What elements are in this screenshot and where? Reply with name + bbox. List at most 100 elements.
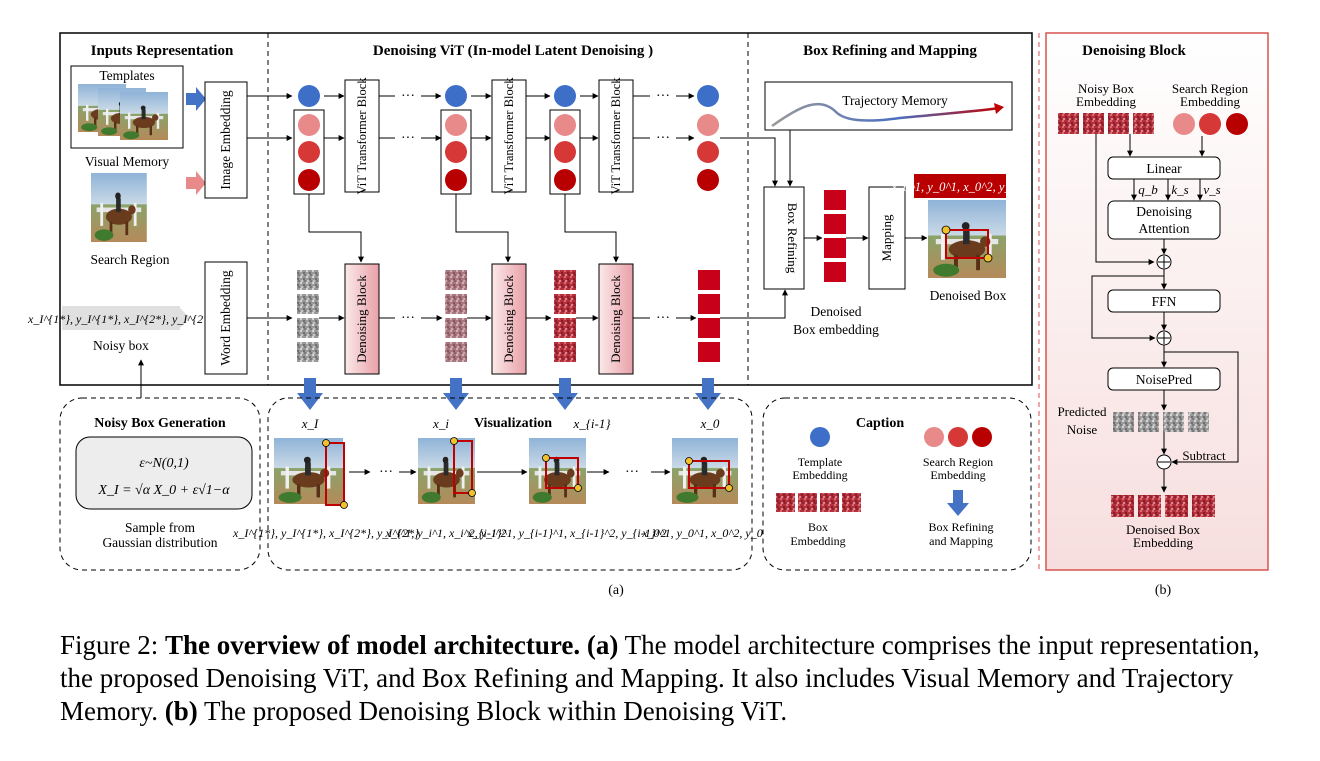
search-token — [554, 141, 576, 163]
template-image-3 — [120, 92, 168, 140]
corner-handle — [322, 439, 330, 447]
ellipsis: ··· — [401, 131, 415, 146]
architecture-figure: Inputs Representation Denoising ViT (In-… — [27, 32, 1269, 598]
box-token-stack — [554, 270, 576, 362]
legend-box-label: Box — [808, 520, 828, 534]
word-embedding-box — [204, 261, 248, 375]
denoising-attention-label: Denoising — [1136, 204, 1192, 219]
ellipsis: ··· — [656, 311, 670, 326]
vit-block-label: ViT Transformer Block — [355, 77, 369, 195]
ellipsis: ··· — [656, 131, 670, 146]
search-arrow-icon — [186, 171, 206, 195]
corner-handle — [685, 457, 693, 465]
denoised-box-embedding-stack — [824, 190, 846, 282]
vis-step-head: x_i — [432, 416, 449, 431]
sample-label: Sample from — [125, 520, 196, 535]
noisepred-label: NoisePred — [1136, 372, 1192, 387]
caption-title: The overview of model architecture. — [165, 630, 581, 660]
denoising-vit-title: Denoising ViT (In-model Latent Denoising… — [373, 43, 653, 59]
visualization-title: Visualization — [474, 416, 552, 431]
legend-search-icon — [924, 427, 944, 447]
box-refining-label: Box Refining — [785, 203, 800, 274]
visual-memory-label: Visual Memory — [85, 154, 170, 169]
legend-box-label: Embedding — [790, 534, 845, 548]
caption-a-label: (a) — [586, 630, 619, 660]
predicted-box — [945, 229, 989, 259]
ks-label: k_s — [1171, 182, 1188, 197]
vit-block-3 — [598, 79, 634, 193]
formula-noise: ε~N(0,1) — [139, 456, 189, 471]
denoising-attention-label: Attention — [1139, 221, 1190, 236]
denoising-block-3 — [598, 263, 634, 375]
ellipsis: ··· — [401, 311, 415, 326]
legend-template-label: Template — [798, 455, 842, 469]
linear-block — [1107, 156, 1221, 180]
predicted-noise-icon — [1113, 412, 1209, 432]
legend-search-label: Embedding — [930, 468, 985, 482]
corner-handle — [468, 489, 476, 497]
ellipsis: ··· — [401, 89, 415, 104]
template-arrow-icon — [186, 87, 206, 111]
search-token — [445, 141, 467, 163]
refine-map-arrow-icon — [443, 378, 469, 410]
box-token-stack — [445, 270, 467, 362]
noisy-box-embedding-label: Embedding — [1076, 94, 1136, 109]
output-coords-badge — [914, 174, 1006, 198]
box-token-stack — [297, 270, 319, 362]
predicted-noise-label: Predicted — [1057, 404, 1107, 419]
vis-step-box — [325, 442, 345, 506]
search-token — [445, 169, 467, 191]
noisy-box-coords: x_I^{1*}, y_I^{1*}, x_I^{2*}, y_I^{2*} — [27, 312, 214, 326]
search-token — [298, 169, 320, 191]
refine-map-arrow-icon — [552, 378, 578, 410]
vis-step-coords: x_i^1, y_i^1, x_i^2, y_i^2 — [385, 526, 507, 540]
box-refining-block — [763, 186, 805, 290]
ellipsis: ··· — [625, 465, 639, 480]
search-token — [697, 114, 719, 136]
ffn-label: FFN — [1152, 294, 1177, 309]
image-embedding-label: Image Embedding — [218, 90, 233, 190]
search-region-embedding-icon — [1199, 113, 1221, 135]
corner-handle — [574, 484, 582, 492]
legend-search-icon — [972, 427, 992, 447]
vit-block-2 — [491, 79, 527, 193]
caption-b-label: (b) — [164, 696, 198, 726]
trajectory-curve-icon — [771, 102, 1001, 128]
corner-handle — [450, 437, 458, 445]
legend-search-icon — [948, 427, 968, 447]
legend-refine-arrow-icon — [947, 490, 969, 516]
corner-handle — [941, 225, 951, 235]
vis-step-coords: x_0^1, y_0^1, x_0^2, y_0^2 — [641, 526, 774, 540]
denoised-box-embedding-label: Denoised — [811, 304, 862, 319]
legend-refine-label: Box Refining — [929, 520, 994, 534]
panel-b-sublabel: (b) — [1155, 583, 1172, 598]
template-token — [697, 85, 719, 107]
figure-label: Figure 2: — [60, 630, 159, 660]
template-token — [298, 85, 320, 107]
vis-step-box — [545, 457, 579, 489]
denoising-block-1 — [344, 263, 380, 375]
noisy-box-embedding-label: Noisy Box — [1078, 81, 1134, 96]
vis-step-image — [418, 438, 475, 504]
search-token — [298, 114, 320, 136]
vis-step-image — [274, 438, 343, 504]
search-token — [554, 169, 576, 191]
word-embedding-label: Word Embedding — [218, 270, 233, 366]
denoising-block-label: Denoising Block — [501, 275, 516, 363]
mapping-label: Mapping — [879, 214, 894, 261]
noisy-box-input — [62, 306, 180, 330]
denoised-box-embedding-icon — [1111, 495, 1215, 517]
noisy-box-embedding-icon — [1058, 113, 1154, 134]
search-region-image — [91, 173, 147, 242]
refine-map-arrow-icon — [695, 378, 721, 410]
formula-box — [75, 436, 253, 510]
ellipsis: ··· — [379, 465, 393, 480]
vis-step-head: x_{i-1} — [572, 416, 611, 431]
search-token — [554, 114, 576, 136]
corner-handle — [983, 253, 993, 263]
corner-handle — [542, 454, 550, 462]
denoised-box-label: Denoised Box — [930, 288, 1007, 303]
vit-block-label: ViT Transformer Block — [502, 77, 516, 195]
denoising-block-label: Denoising Block — [608, 275, 623, 363]
denoised-box-embedding-label: Box embedding — [793, 322, 879, 337]
